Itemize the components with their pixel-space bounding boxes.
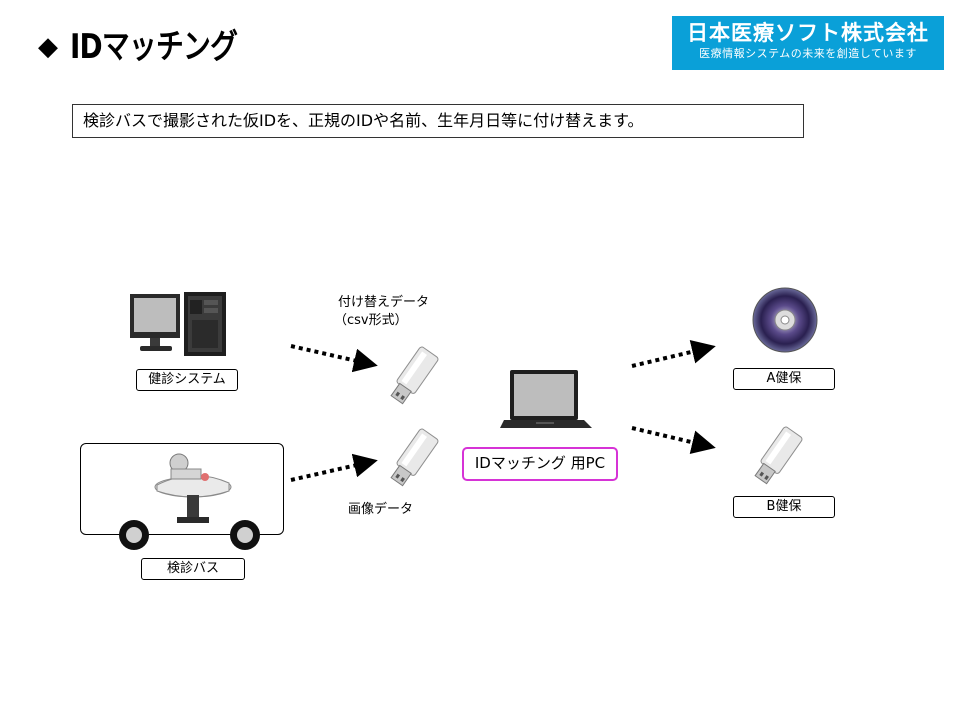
arrow-pc-to-insurer-b	[631, 426, 716, 454]
title-diamond-marker: ◆	[38, 32, 58, 62]
insurer-a-label: A健保	[733, 368, 835, 390]
laptop-icon	[500, 370, 592, 428]
description-box: 検診バスで撮影された仮IDを、正規のIDや名前、生年月日等に付け替えます。	[72, 104, 804, 138]
company-name: 日本医療ソフト株式会社	[687, 21, 929, 45]
title-text: IDマッチング	[70, 27, 238, 67]
usb-drive-icon	[754, 426, 803, 485]
desktop-computer-icon	[130, 292, 226, 356]
page-title: ◆ IDマッチング	[38, 30, 274, 64]
bus-wheel-right-icon	[230, 520, 260, 550]
x-ray-machine-icon	[154, 453, 232, 523]
image-data-label: 画像データ	[348, 502, 414, 517]
insurer-b-label: B健保	[733, 496, 835, 518]
company-logo: 日本医療ソフト株式会社 医療情報システムの未来を創造しています	[672, 16, 944, 70]
health-system-label: 健診システム	[136, 369, 238, 391]
usb-drive-icon	[390, 428, 439, 487]
arrow-pc-to-insurer-a	[631, 340, 716, 368]
arrow-bus-to-usb	[290, 453, 378, 482]
arrow-health-system-to-usb	[290, 344, 378, 373]
replacement-data-label: 付け替えデータ	[338, 295, 430, 310]
matching-pc-label: IDマッチング 用PC	[462, 447, 618, 481]
exam-bus-label: 検診バス	[141, 558, 245, 580]
replacement-data-format-label: （csv形式）	[334, 313, 408, 328]
usb-drive-icon	[390, 346, 439, 405]
bus-wheel-left-icon	[119, 520, 149, 550]
company-tagline: 医療情報システムの未来を創造しています	[699, 47, 917, 60]
cd-disc-icon	[752, 287, 818, 353]
